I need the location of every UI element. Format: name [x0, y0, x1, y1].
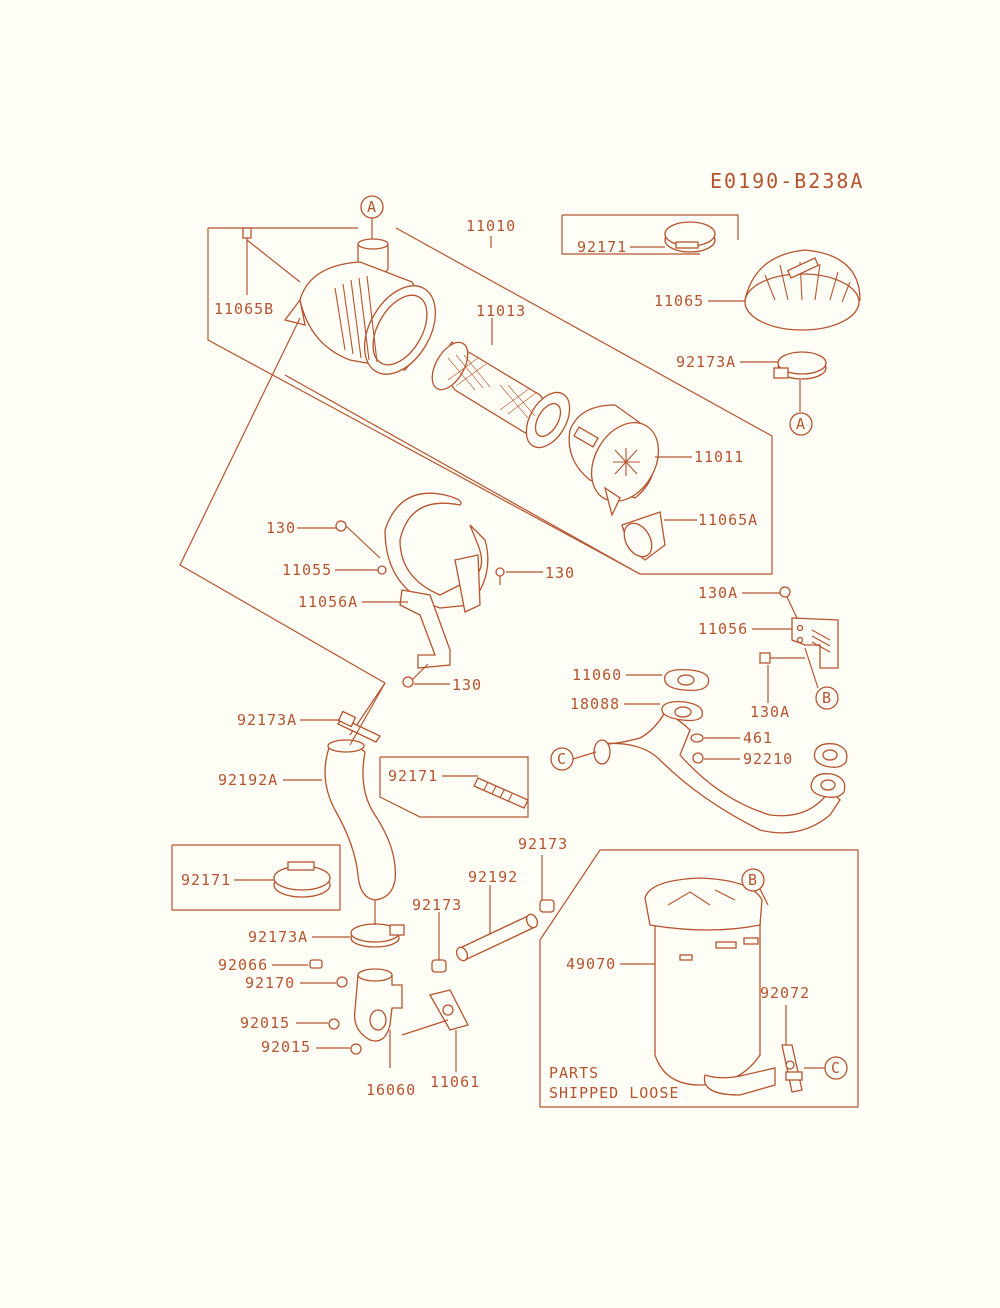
callout-b-bracket[interactable]: B — [815, 686, 839, 710]
hose-clamp-92173a-top-part[interactable] — [773, 351, 827, 380]
air-cleaner-assembly-frame — [207, 227, 773, 575]
part-label-11055: 11055 — [282, 561, 332, 579]
hose-clamp-92173a-low-part[interactable] — [350, 923, 405, 948]
filter-element-part[interactable] — [425, 336, 579, 454]
part-label-130-c: 130 — [452, 676, 482, 694]
part-label-92192a: 92192A — [218, 771, 278, 789]
nut-92015-b-part[interactable] — [350, 1043, 362, 1055]
part-label-130-b: 130 — [545, 564, 575, 582]
pipe-92192-part[interactable] — [455, 913, 540, 963]
band-11055-part[interactable] — [384, 492, 489, 613]
part-label-11060: 11060 — [572, 666, 622, 684]
part-label-11065b: 11065B — [214, 300, 274, 318]
air-cleaner-body-part[interactable] — [283, 238, 450, 387]
note-line-1: PARTS — [549, 1064, 599, 1082]
part-label-92015-a: 92015 — [240, 1014, 290, 1032]
part-label-92171-mid: 92171 — [388, 767, 438, 785]
part-label-92210: 92210 — [743, 750, 793, 768]
callout-c-muffler[interactable]: C — [804, 1056, 848, 1080]
muffler-parts-box — [539, 849, 859, 1108]
nut-92210-part[interactable] — [692, 752, 704, 764]
bracket-11056-part[interactable] — [791, 617, 839, 669]
pin-92066-part[interactable] — [309, 959, 323, 969]
part-label-11056: 11056 — [698, 620, 748, 638]
hose-92192a-part[interactable] — [324, 739, 396, 901]
part-label-92171-top: 92171 — [577, 238, 627, 256]
bolt-130-a-part[interactable] — [335, 520, 381, 559]
part-label-11061: 11061 — [430, 1073, 480, 1091]
hose-clamp-92173a-mid-part[interactable] — [337, 710, 381, 743]
part-label-92072: 92072 — [760, 984, 810, 1002]
part-label-11065: 11065 — [654, 292, 704, 310]
diagram-code: E0190-B238A — [710, 169, 864, 193]
washer-461-part[interactable] — [690, 733, 704, 743]
parts-box-92171-low — [171, 844, 341, 911]
svg-text:C: C — [557, 750, 567, 768]
cleaner-cap-11065-part[interactable] — [744, 249, 861, 331]
part-label-16060: 16060 — [366, 1081, 416, 1099]
part-label-18088: 18088 — [570, 695, 620, 713]
part-label-92173-a: 92173 — [518, 835, 568, 853]
svg-text:B: B — [748, 871, 758, 889]
bracket-11056a-part[interactable] — [399, 589, 451, 669]
gasket-11061-part[interactable] — [429, 989, 469, 1031]
part-label-92173-b: 92173 — [412, 896, 462, 914]
part-label-92173a-mid: 92173A — [237, 711, 297, 729]
svg-text:A: A — [367, 198, 377, 216]
muffler-49070-part[interactable] — [644, 877, 776, 1096]
exhaust-pipe-18088-part[interactable] — [593, 700, 848, 834]
svg-text:A: A — [796, 415, 806, 433]
callout-a-top[interactable]: A — [360, 195, 384, 240]
part-label-461: 461 — [743, 729, 773, 747]
hose-clamp-92171-low-part[interactable] — [273, 861, 331, 898]
clamp-92173-b-part[interactable] — [431, 959, 447, 973]
part-label-11011: 11011 — [694, 448, 744, 466]
hose-clamp-92171-mid-part[interactable] — [473, 777, 529, 809]
nut-92015-a-part[interactable] — [328, 1018, 340, 1030]
svg-text:B: B — [822, 689, 832, 707]
part-label-11010: 11010 — [466, 217, 516, 235]
clip-92170-part[interactable] — [336, 976, 348, 988]
part-label-49070: 49070 — [566, 955, 616, 973]
parts-box-92171-top — [561, 214, 739, 255]
part-label-11013: 11013 — [476, 302, 526, 320]
bolt-130-b-part[interactable] — [495, 567, 505, 585]
part-label-92192: 92192 — [468, 868, 518, 886]
part-label-11065a: 11065A — [698, 511, 758, 529]
svg-text:C: C — [831, 1059, 841, 1077]
gasket-11060-part[interactable] — [663, 668, 710, 692]
callout-c-pipe[interactable]: C — [550, 747, 597, 771]
part-label-92170: 92170 — [245, 974, 295, 992]
parts-box-92171-mid — [379, 756, 529, 818]
part-label-92173a-top: 92173A — [676, 353, 736, 371]
part-label-92015-b: 92015 — [261, 1038, 311, 1056]
elbow-16060-part[interactable] — [353, 968, 403, 1042]
part-label-11056a: 11056A — [298, 593, 358, 611]
bolt-130a-top-part[interactable] — [779, 586, 798, 619]
hose-clamp-92171-top-part[interactable] — [664, 221, 716, 253]
clamp-92072-part[interactable] — [781, 1044, 803, 1093]
part-label-130a-bottom: 130A — [750, 703, 790, 721]
clamp-92173-a-part[interactable] — [539, 899, 555, 913]
callout-b-muffler[interactable]: B — [741, 868, 769, 906]
cleaner-cover-11011-part[interactable] — [568, 404, 672, 517]
bolt-130-c-part[interactable] — [402, 663, 429, 688]
part-label-92171-low: 92171 — [181, 871, 231, 889]
callout-a-right[interactable]: A — [789, 412, 813, 436]
part-label-130-a: 130 — [266, 519, 296, 537]
part-label-92173a-low: 92173A — [248, 928, 308, 946]
dust-valve-11065a-part[interactable] — [619, 511, 666, 562]
bolt-130a-bottom-part[interactable] — [759, 652, 805, 664]
bolt-11065b-part[interactable] — [242, 227, 301, 295]
part-label-130a-top: 130A — [698, 584, 738, 602]
part-label-92066: 92066 — [218, 956, 268, 974]
note-line-2: SHIPPED LOOSE — [549, 1084, 679, 1102]
